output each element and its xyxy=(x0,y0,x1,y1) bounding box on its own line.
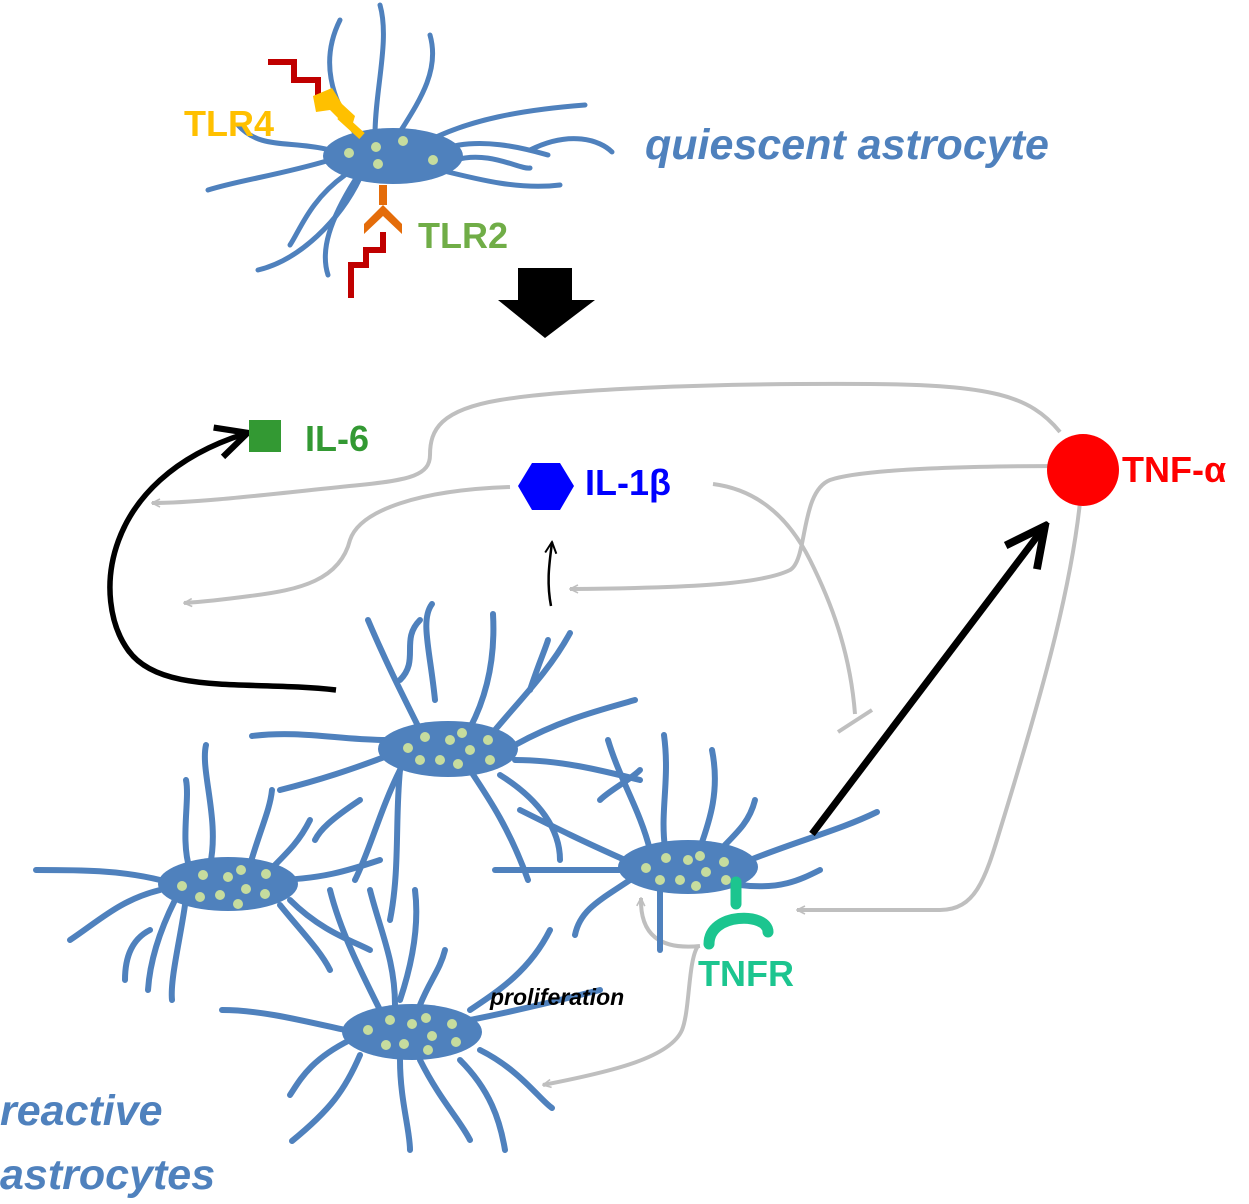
quiescent-astrocyte-label: quiescent astrocyte xyxy=(645,121,1049,169)
inhibit-bar xyxy=(836,708,874,734)
tlr2-receptor xyxy=(348,185,402,298)
il6-secretion-arrow xyxy=(107,434,337,693)
tnf-to-il1b-arrow xyxy=(570,464,1071,589)
proliferation-spread-arrow xyxy=(543,944,700,1085)
reactive-nucleus-dots xyxy=(177,728,731,1055)
reactive-astrocyte-2 xyxy=(33,742,383,1003)
reactive-astrocyte-3 xyxy=(219,887,603,1153)
tlr2-label: TLR2 xyxy=(418,215,508,256)
tnfa-secretion-arrow xyxy=(809,530,1042,837)
reactive-astrocytes-label-line2: astrocytes xyxy=(0,1151,216,1199)
proliferation-self-arrow xyxy=(641,898,701,949)
reactive-astrocytes-label-line1: reactive xyxy=(0,1087,163,1135)
tlr4-receptor xyxy=(268,59,365,139)
proliferation-label: proliferation xyxy=(490,984,625,1010)
activation-arrow xyxy=(498,268,595,338)
il1b-to-left-arrow xyxy=(184,485,511,603)
il1b-label: IL-1β xyxy=(585,462,671,503)
tlr4-label: TLR4 xyxy=(184,103,274,144)
tnfr-receptor xyxy=(703,876,774,950)
il1b-hexagon xyxy=(518,463,574,510)
il6-label: IL-6 xyxy=(305,418,370,459)
tnf-to-left-arrow xyxy=(152,381,1062,503)
quiescent-nucleus-dots xyxy=(344,136,438,169)
reactive-astrocyte-1 xyxy=(249,601,643,923)
il1b-secretion-arrow xyxy=(549,542,552,607)
reactive-astrocyte-4 xyxy=(492,732,880,953)
feedback-arrows xyxy=(152,381,1084,1085)
tnfa-label: TNF-α xyxy=(1122,449,1227,490)
tnfr-label: TNFR xyxy=(698,953,794,994)
tnf-to-tnfr-arrow xyxy=(797,479,1084,910)
quiescent-astrocyte xyxy=(205,2,615,278)
il1b-inhibit-line xyxy=(712,482,857,715)
tnfa-circle xyxy=(1047,434,1119,506)
il6-square xyxy=(249,420,281,452)
